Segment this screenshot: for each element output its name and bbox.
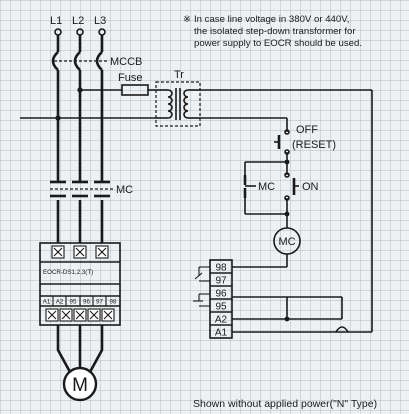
- on-label: ON: [302, 181, 319, 193]
- motor-symbol: [62, 366, 98, 402]
- terminal-96: 96: [215, 289, 227, 300]
- relay-terminal-96: 96: [83, 299, 90, 306]
- note-marker: ※: [183, 14, 191, 25]
- eocr-relay: [39, 242, 121, 326]
- terminal-98: 98: [215, 263, 227, 274]
- transformer-symbol: [155, 81, 201, 127]
- mccb-label: MCCB: [110, 56, 142, 68]
- mc-main-label: MC: [116, 184, 133, 196]
- reset-label: (RESET): [292, 139, 336, 151]
- main-power-lines: [56, 35, 104, 243]
- relay-terminal-a2: A2: [56, 299, 64, 306]
- note-line-3: power supply to EOCR should be used.: [194, 38, 362, 49]
- terminal-97: 97: [215, 276, 227, 287]
- relay-terminal-95: 95: [70, 299, 77, 306]
- phase-label-l3: L3: [94, 15, 106, 27]
- relay-model-label: EOCR-DS1,2,3(T): [43, 269, 93, 276]
- relay-terminal-98: 98: [110, 299, 117, 306]
- diagram-caption: Shown without applied power("N" Type): [193, 398, 377, 410]
- fuse-symbol: [121, 84, 149, 96]
- mc-coil-label: MC: [278, 236, 295, 248]
- mc-aux-contact: [243, 175, 256, 198]
- transformer-label: Tr: [174, 69, 184, 81]
- terminal-a1: A1: [215, 328, 228, 339]
- note-line-1: In case line voltage in 380V or 440V,: [194, 14, 349, 25]
- supply-terminals: [54, 28, 106, 36]
- relay-terminal-97: 97: [96, 299, 103, 306]
- control-tap-wires: [20, 87, 155, 121]
- relay-terminal-a1: A1: [43, 299, 51, 306]
- motor-label: M: [72, 375, 88, 396]
- phase-label-l1: L1: [50, 15, 62, 27]
- phase-label-l2: L2: [72, 15, 84, 27]
- off-reset-pushbutton: [274, 129, 290, 155]
- mccb-breaker-symbol: [51, 51, 108, 71]
- off-label: OFF: [296, 124, 318, 136]
- relay-contact-symbols: [193, 266, 210, 307]
- on-pushbutton: [284, 172, 299, 201]
- control-circuit-wires: [200, 89, 373, 333]
- motor-leads: [56, 325, 104, 373]
- terminal-block: [209, 259, 233, 339]
- fuse-label: Fuse: [118, 72, 142, 84]
- terminal-a2: A2: [215, 315, 228, 326]
- mc-aux-label: MC: [258, 181, 275, 193]
- mc-main-contacts: [50, 180, 114, 198]
- terminal-95: 95: [215, 302, 227, 313]
- transformer-note: ※ In case line voltage in 380V or 440V, …: [183, 14, 362, 49]
- mc-coil-symbol: [273, 227, 301, 255]
- note-line-2: the isolated step-down transformer for: [194, 26, 356, 37]
